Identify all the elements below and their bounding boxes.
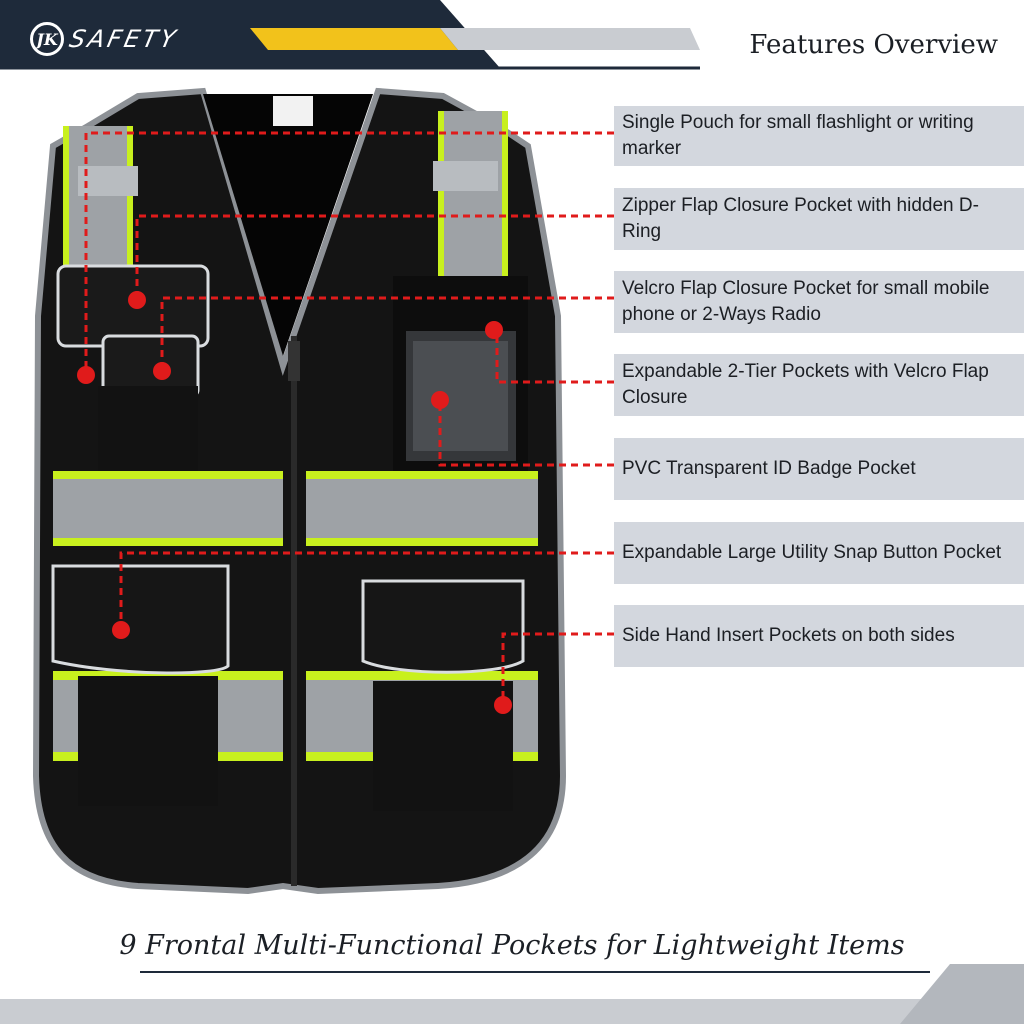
feature-item: Expandable 2-Tier Pockets with Velcro Fl… [614,354,1024,416]
footer-band [0,964,1024,1024]
page-title: Features Overview [749,30,998,60]
feature-item: Expandable Large Utility Snap Button Poc… [614,522,1024,584]
header-band [0,0,700,70]
feature-item: Zipper Flap Closure Pocket with hidden D… [614,188,1024,250]
tagline: 9 Frontal Multi-Functional Pockets for L… [119,930,905,961]
feature-item: Single Pouch for small flashlight or wri… [614,106,1024,166]
logo-text: SAFETY [67,25,181,53]
brand-logo: JK SAFETY [30,22,181,56]
feature-item: Velcro Flap Closure Pocket for small mob… [614,271,1024,333]
safety-vest-image [32,87,567,895]
feature-item: Side Hand Insert Pockets on both sides [614,605,1024,667]
logo-mark: JK [30,22,64,56]
feature-item: PVC Transparent ID Badge Pocket [614,438,1024,500]
